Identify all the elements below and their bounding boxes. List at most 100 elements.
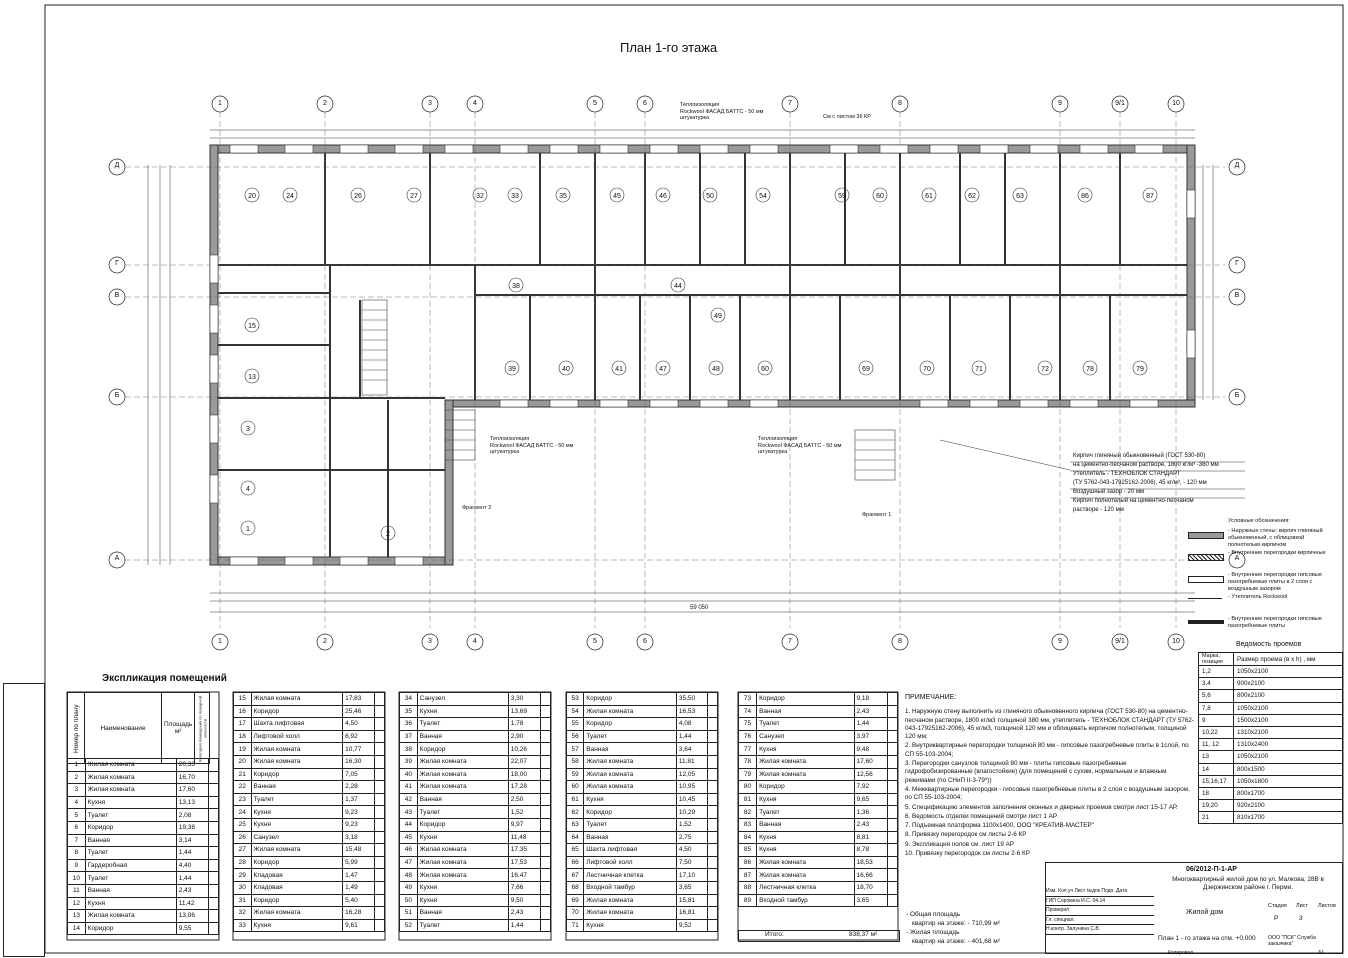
svg-text:50: 50 [706, 193, 714, 200]
table-cell: 10,77 [342, 742, 376, 756]
table-cell [374, 704, 385, 719]
axis-label: Д [1234, 162, 1240, 169]
table-cell: Коридор [583, 692, 677, 706]
table-cell [707, 868, 718, 882]
svg-text:32: 32 [476, 193, 484, 200]
table-cell [374, 780, 385, 794]
table-cell: 19,20 [1198, 799, 1234, 813]
table-cell: Кухня [250, 918, 344, 933]
legend-title: Условные обозначения: [1228, 518, 1290, 524]
axis-label: 3 [428, 100, 432, 107]
table-cell: Лестничная клетка [583, 868, 677, 882]
table-cell: 3,14 [175, 833, 210, 848]
callout-mid-insulation: Теплоизоляция Rockwool ФАСАД БАТТС - 50 … [490, 436, 574, 455]
table-cell: Ванная [416, 792, 509, 807]
svg-text:47: 47 [659, 366, 667, 373]
axis-label: 6 [643, 638, 647, 645]
table-cell: 41 [399, 780, 418, 794]
table-cell: 15 [233, 692, 252, 706]
table-cell: 15,81 [675, 893, 709, 908]
table-cell: 20 [233, 754, 252, 769]
table-cell: 17,60 [175, 783, 210, 797]
table-cell: Лестничная клетка [756, 880, 855, 895]
openings-head-size: Размер проема (в х h) , мм [1233, 652, 1343, 666]
svg-text:63: 63 [1016, 193, 1024, 200]
table-cell: 28 [233, 855, 252, 870]
table-cell: 1,78 [507, 717, 542, 731]
svg-text:60: 60 [876, 193, 884, 200]
table-cell: 58 [565, 754, 585, 769]
table-cell [707, 893, 718, 908]
table-cell [886, 780, 899, 794]
table-cell: 39 [399, 754, 418, 769]
table-cell: Коридор [84, 820, 177, 835]
table-cell [374, 855, 385, 870]
table-cell: 24 [233, 805, 252, 819]
table-cell: 29 [233, 868, 252, 882]
openings-table: Марка, позиция Размер проема (в х h) , м… [1198, 652, 1343, 825]
axis-label: А [1234, 555, 1240, 562]
axis-label: 10 [1172, 638, 1180, 645]
table-cell [540, 868, 551, 882]
table-cell: Лифтовой холл [583, 855, 677, 870]
axis-label: 2 [323, 100, 327, 107]
wall-spec-line: Утеплитель - ТЕХНОБЛОК СТАНДАРТ [1073, 471, 1181, 477]
svg-text:45: 45 [613, 193, 621, 200]
table-cell [374, 717, 385, 731]
table-cell: 2,43 [175, 883, 210, 898]
table-cell: Кухня [84, 795, 177, 810]
table-cell: 11,81 [675, 754, 709, 769]
fragment-1-label: Фрагмент 1 [862, 512, 892, 518]
table-cell: 18,53 [853, 855, 888, 870]
table-cell [707, 855, 718, 870]
table-cell: 60 [565, 780, 585, 794]
table-cell [707, 880, 718, 895]
stamp-row: Проверил [1046, 906, 1154, 916]
openings-head-mark: Марка, позиция [1198, 652, 1234, 666]
svg-text:61: 61 [925, 193, 933, 200]
axis-label: Г [1235, 260, 1239, 267]
legend-swatch-icon [1188, 532, 1224, 539]
table-cell: 12 [67, 896, 86, 911]
axis-label: 1 [218, 100, 222, 107]
table-cell: 56 [565, 729, 585, 744]
table-cell: Жилая комната [416, 868, 509, 882]
sheet-frame [44, 4, 1344, 954]
table-cell: 21 [1198, 811, 1234, 825]
table-cell: Шахта лифтовая [250, 717, 344, 731]
table-cell: 45 [399, 830, 418, 845]
svg-text:38: 38 [512, 283, 520, 290]
table-cell: Входной тамбур [583, 880, 677, 895]
header-area: Площадь м² [160, 692, 196, 764]
table-cell: 1050х2100 [1233, 750, 1343, 764]
table-cell [208, 858, 219, 873]
table-cell [540, 830, 551, 845]
table-cell [540, 918, 551, 933]
table-cell: 44 [399, 817, 418, 832]
table-cell [374, 692, 385, 706]
table-cell [208, 758, 219, 772]
table-cell: 2,43 [507, 906, 542, 920]
table-cell [540, 780, 551, 794]
table-cell [540, 880, 551, 895]
svg-text:69: 69 [862, 366, 870, 373]
notes-title: ПРИМЕЧАНИЕ: [905, 694, 957, 701]
table-cell [886, 868, 899, 882]
table-cell: Жилая комната [250, 843, 344, 857]
table-cell: Жилая комната [756, 767, 855, 782]
table-cell: 12,05 [675, 767, 709, 782]
table-cell: 88 [737, 880, 758, 895]
axis-label: А [114, 555, 120, 562]
table-cell: Входной тамбур [756, 893, 855, 908]
table-cell: 4,50 [342, 717, 376, 731]
table-cell: 59 [565, 767, 585, 782]
